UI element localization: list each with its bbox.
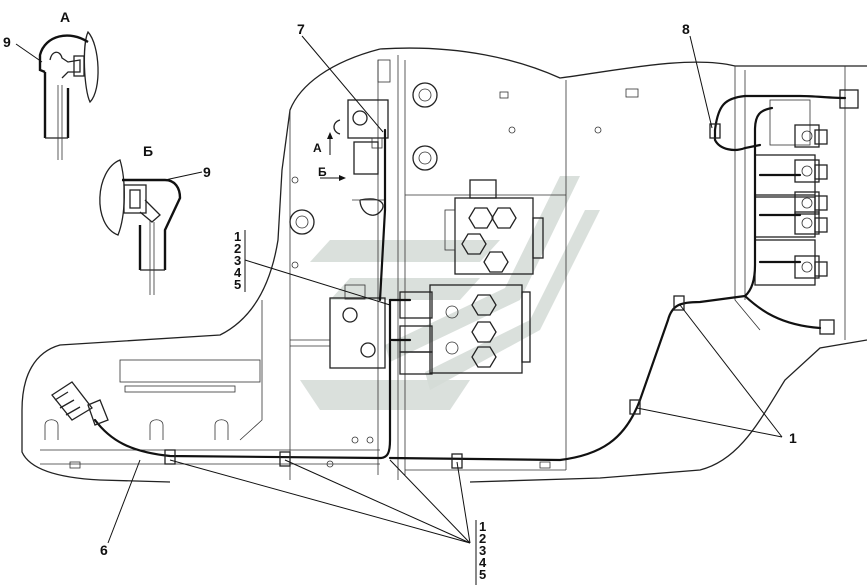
callout-labels: А Б 9 9 7 8 1 6 А Б 1 2 3 4 5 1 2 3 4 5	[3, 9, 797, 582]
wiring-harness	[93, 94, 847, 469]
stack-left-item: 4	[234, 265, 242, 280]
direction-arrows	[320, 132, 346, 181]
stack-left-item: 2	[234, 241, 241, 256]
view-label-b: Б	[143, 143, 153, 159]
callout-7: 7	[297, 21, 305, 37]
callout-6: 6	[100, 542, 108, 558]
stack-left-item: 1	[234, 229, 241, 244]
lower-distributor	[290, 284, 531, 375]
arrow-label-a: А	[313, 141, 322, 155]
stack-bottom-item: 4	[479, 555, 487, 570]
stack-bottom-item: 2	[479, 531, 486, 546]
view-label-a: А	[60, 9, 70, 25]
stack-bottom-item: 3	[479, 543, 486, 558]
upper-valve	[333, 99, 389, 216]
detail-view-b	[99, 159, 182, 295]
chassis-outline	[21, 47, 867, 483]
right-connector-bank	[754, 89, 859, 335]
round-connector	[51, 381, 109, 426]
callout-8: 8	[682, 21, 690, 37]
callout-9-view-a: 9	[3, 34, 11, 50]
leader-lines	[15, 35, 783, 585]
stack-left-item: 3	[234, 253, 241, 268]
detail-view-a	[38, 30, 99, 160]
upper-distributor	[444, 179, 544, 275]
arrow-label-b: Б	[318, 165, 327, 179]
callout-1: 1	[789, 430, 797, 446]
stack-left-item: 5	[234, 277, 241, 292]
stack-bottom-item: 5	[479, 567, 486, 582]
stack-bottom-item: 1	[479, 519, 486, 534]
callout-9-view-b: 9	[203, 164, 211, 180]
chassis-details	[44, 59, 639, 475]
